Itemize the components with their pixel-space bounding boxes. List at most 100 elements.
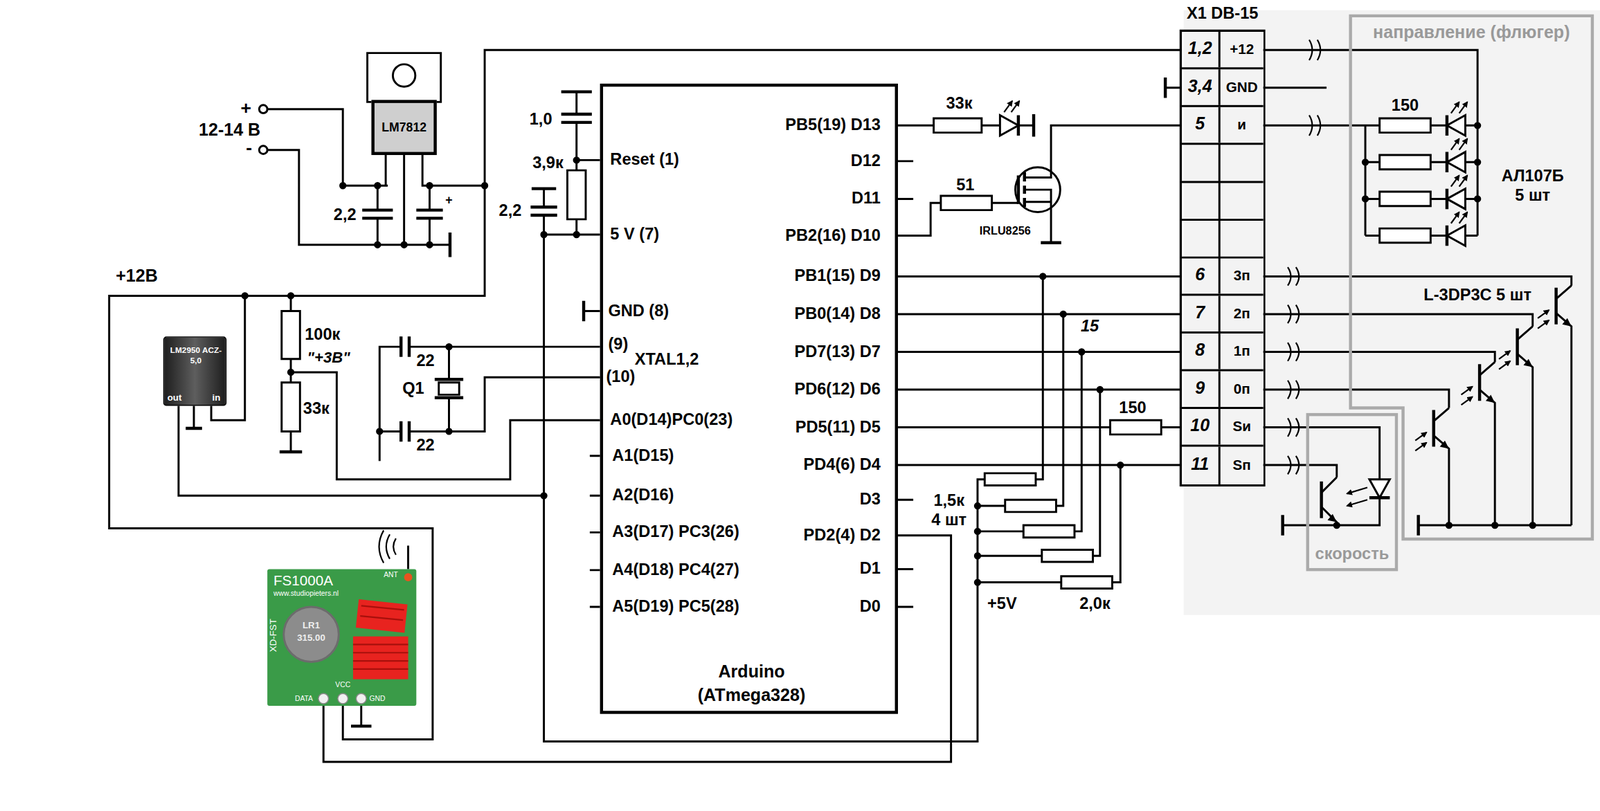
- solder-pad: [337, 693, 349, 705]
- frequency: 315.00: [285, 632, 338, 644]
- pin-name: PD2(4) D2: [803, 526, 881, 545]
- capacitor-value: 22: [416, 351, 435, 371]
- light-arrow: [1498, 351, 1510, 360]
- light-arrow: [1537, 320, 1549, 329]
- pin-number: 1,2: [1181, 31, 1221, 68]
- resistor-value: 150: [1118, 398, 1146, 418]
- pin-signal: Sп: [1220, 446, 1264, 485]
- pin-signal: Sи: [1220, 408, 1264, 445]
- pin-name: PD6(12) D6: [794, 380, 881, 399]
- pin-name: ANT: [383, 571, 399, 579]
- part-name: Q1: [402, 379, 424, 399]
- connector-row: 11Sп: [1181, 446, 1264, 485]
- connector-row: 5и: [1181, 106, 1264, 145]
- pin-number: 6: [1181, 257, 1221, 294]
- connector-row: 63п: [1181, 257, 1264, 296]
- light-arrow: [1346, 499, 1367, 507]
- net-name: "+3В": [307, 348, 351, 366]
- resistor-value: 150: [1391, 96, 1419, 116]
- part-name: Arduino (ATmega328): [687, 660, 815, 708]
- resistor-symbol: [281, 118, 1432, 589]
- regulator-tab-hole: [392, 64, 415, 87]
- pin-name: D1: [859, 560, 881, 579]
- connector-table: X1 DB-151,2+123,4GND5и63п72п81п90п10Sи11…: [1181, 31, 1264, 484]
- part-name: FS1000A: [273, 572, 334, 590]
- connector-name: X1 DB-15: [1161, 3, 1284, 23]
- part-name: АЛ107Б 5 шт: [1498, 166, 1567, 205]
- light-arrows: [1003, 101, 1549, 507]
- light-arrow: [1459, 138, 1468, 150]
- pin-name: D3: [859, 490, 881, 510]
- light-arrow: [1537, 310, 1549, 319]
- sensor-region: скорость: [1306, 413, 1399, 572]
- pin-number: 9: [1181, 371, 1221, 408]
- mosfet-symbol: [1014, 167, 1060, 213]
- pin-name: A0(D14)PC0(23): [609, 411, 733, 430]
- capacitor-value: 2,2: [333, 205, 357, 225]
- pin-signal: 1п: [1220, 333, 1264, 370]
- chip-block: [353, 636, 409, 680]
- board-code: XD-FST: [268, 613, 280, 659]
- connector-row: 3,4GND: [1181, 68, 1264, 107]
- chip-stripes: [353, 605, 409, 669]
- connector-row: 90п: [1181, 371, 1264, 410]
- connector-row: 1,2+12: [1181, 31, 1264, 70]
- light-arrow: [1461, 387, 1473, 396]
- light-arrow: [1003, 101, 1013, 113]
- pin-name: A3(D17) PC3(26): [612, 523, 739, 543]
- part-name: LM7812: [381, 120, 427, 136]
- pin-name: PD7(13) D7: [794, 342, 881, 362]
- connector-row: 10Sи: [1181, 408, 1264, 447]
- pin-signal: 0п: [1220, 371, 1264, 408]
- pin-signal: 2п: [1220, 295, 1264, 332]
- region-outline: [1348, 14, 1594, 542]
- signal-wire: [897, 389, 1182, 392]
- pin-number: 5: [1181, 106, 1221, 143]
- pin-name: A2(D16): [612, 486, 674, 506]
- ldo-regulator-module: LM2950 ACZ-5,0outin: [163, 336, 227, 406]
- light-arrow: [1459, 101, 1468, 113]
- resistor-value: 33к: [945, 94, 973, 114]
- pin-name: PD4(6) D4: [803, 456, 881, 475]
- light-arrow: [1451, 212, 1460, 224]
- wire: [109, 49, 1572, 763]
- resistor-value: 51: [956, 176, 975, 196]
- polarity-mark: +: [445, 193, 453, 208]
- connector-row: 72п: [1181, 295, 1264, 334]
- light-arrow: [1451, 175, 1460, 187]
- pin-number: 10: [1181, 408, 1221, 445]
- part-name: IRLU8256: [979, 224, 1031, 238]
- pin-name: PB1(15) D9: [794, 267, 881, 286]
- resistor-value: 2,0к: [1079, 594, 1111, 614]
- region-title: скорость: [1315, 544, 1390, 564]
- light-arrow: [1415, 443, 1427, 452]
- resistor-value: 33к: [303, 399, 330, 419]
- pin-name: in: [212, 392, 221, 403]
- pin-name: PD5(11) D5: [795, 418, 881, 437]
- signal-wire: [897, 351, 1182, 354]
- signal-wire: [897, 464, 1182, 467]
- light-arrow: [1459, 212, 1468, 224]
- cable-break: [1287, 39, 1321, 475]
- part-name: L-3DP3C 5 шт: [1423, 286, 1532, 306]
- pin-name: D12: [850, 151, 881, 171]
- supply-terminal: [258, 146, 268, 155]
- pin-number: 3,4: [1181, 68, 1221, 105]
- resistor-value: 3,9к: [532, 153, 564, 173]
- rail-name: +5V: [987, 594, 1018, 614]
- region-outline: [1350, 15, 1593, 540]
- pin-name: A4(D18) PC4(27): [612, 560, 739, 580]
- microcontroller-board: Arduino (ATmega328): [600, 83, 898, 715]
- pin-name: GND (8): [607, 301, 669, 321]
- light-arrow: [1459, 175, 1468, 187]
- solder-pad: [318, 693, 329, 705]
- light-arrow: [1461, 396, 1473, 406]
- antenna-waves: [379, 530, 397, 563]
- light-arrow: [1346, 488, 1367, 495]
- pin-name: (9): [607, 335, 628, 355]
- rail-name: +12В: [115, 266, 158, 287]
- callout-number: 15: [1080, 317, 1099, 336]
- part-name: LM2950 ACZ-5,0: [167, 346, 226, 366]
- coil-can: [283, 607, 340, 663]
